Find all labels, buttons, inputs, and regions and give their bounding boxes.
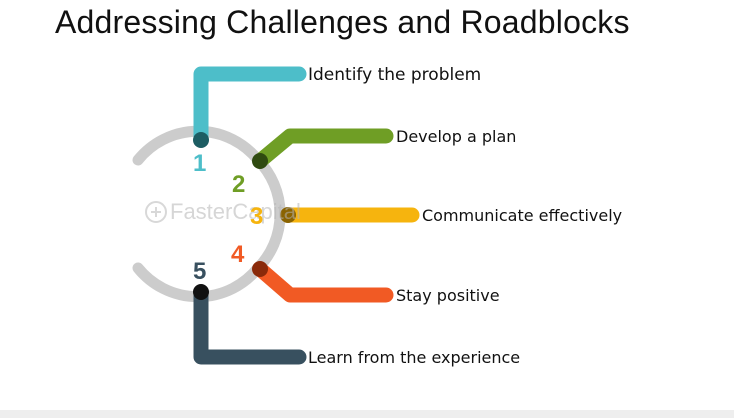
bottom-band [0,410,734,418]
step-1-number: 1 [193,150,207,177]
step-4-node [252,261,268,277]
step-3-number: 3 [250,203,264,230]
step-5-label: Learn from the experience [308,348,521,367]
step-2-connector [252,128,394,169]
ring-arc-right [252,154,286,274]
step-1-connector [193,66,307,148]
step-2-number: 2 [232,171,246,198]
step-2-label: Develop a plan [396,127,517,146]
step-1-label: Identify the problem [308,65,482,85]
step-1-node [193,132,209,148]
step-5-number: 5 [193,258,207,285]
watermark: FasterCapital [170,199,301,224]
step-5-node [193,284,209,300]
step-4-number: 4 [231,241,245,268]
step-5-connector [193,284,307,365]
step-2-node [252,153,268,169]
step-4-label: Stay positive [396,286,500,305]
step-4-connector [252,261,394,303]
step-3-node [280,207,296,223]
step-3-label: Communicate effectively [422,206,623,225]
page-title: Addressing Challenges and Roadblocks [55,4,630,40]
watermark-logo-icon [145,201,167,223]
